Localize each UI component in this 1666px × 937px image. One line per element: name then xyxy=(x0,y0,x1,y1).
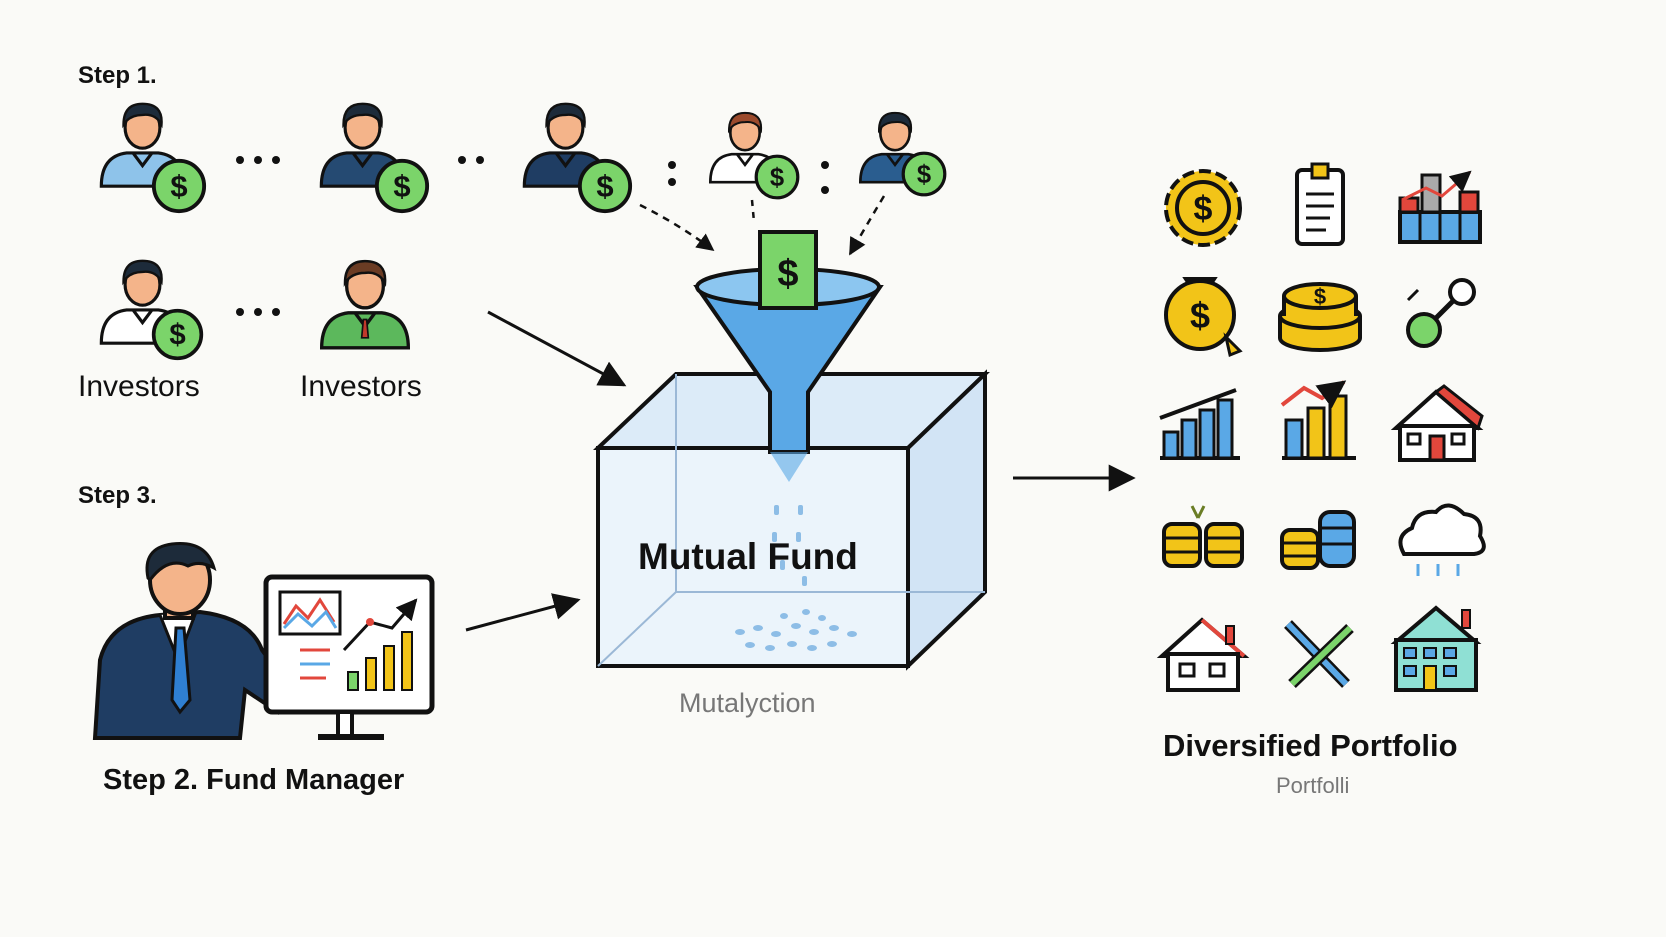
investor-7 xyxy=(319,259,411,350)
ellipsis-3 xyxy=(668,161,676,186)
bar-chart-trend-icon xyxy=(1398,170,1482,244)
funnel-icon xyxy=(693,267,884,482)
document-icon xyxy=(1295,162,1345,246)
apartment-icon xyxy=(1390,605,1482,692)
mutual-fund-box xyxy=(592,369,990,671)
flow-arrows xyxy=(465,195,1136,632)
step-1-label: Step 1. xyxy=(78,62,157,89)
svg-text:$: $ xyxy=(1314,284,1326,309)
dollar-coin-icon xyxy=(374,158,430,214)
ellipsis-5 xyxy=(236,308,280,316)
investor-6 xyxy=(99,259,204,361)
dollar-coin-icon xyxy=(901,151,947,197)
dashed-arrow-2 xyxy=(750,199,756,223)
svg-text:$: $ xyxy=(1194,190,1213,228)
investor-4 xyxy=(708,111,800,200)
investor-icon xyxy=(99,102,186,188)
investor-icon xyxy=(319,259,411,350)
investor-1 xyxy=(99,102,207,214)
dollar-sign: $ xyxy=(777,253,798,295)
house-outline-icon xyxy=(1156,617,1250,692)
banknote-icon: $ xyxy=(758,230,818,310)
fund-manager-label: Step 2. Fund Manager xyxy=(103,764,405,796)
monitor-icon xyxy=(263,574,435,740)
portfolio-label: Diversified Portfolio xyxy=(1163,728,1458,763)
svg-text:$: $ xyxy=(1190,295,1210,336)
money-bag-icon: $ xyxy=(1164,277,1243,358)
coin-stack-icon: $ xyxy=(1278,282,1362,352)
investor-5 xyxy=(858,111,947,197)
dollar-coin-icon xyxy=(754,154,800,200)
dollar-coin-icon xyxy=(151,308,204,361)
tools-icon xyxy=(1284,620,1354,688)
gear-coin-icon: $ xyxy=(1164,169,1242,247)
step-3-label: Step 3. xyxy=(78,482,157,509)
ellipsis-1 xyxy=(236,156,280,164)
cloud-icon xyxy=(1398,503,1486,576)
portfolio-sublabel: Portfolli xyxy=(1276,773,1350,798)
mutual-fund-sublabel: Mutalyction xyxy=(679,688,816,718)
ellipsis-4 xyxy=(821,161,829,194)
mutual-fund-label: Mutual Fund xyxy=(638,536,858,577)
house-icon xyxy=(1390,384,1484,462)
key-icon xyxy=(1406,278,1476,348)
building-chart-icon xyxy=(1159,388,1240,460)
ellipsis-2 xyxy=(458,156,484,164)
growth-chart-icon xyxy=(1280,380,1356,460)
investor-2 xyxy=(319,102,430,214)
investors-label-1: Investors xyxy=(78,370,200,403)
dashed-arrow-3 xyxy=(848,195,886,256)
investors-to-fund-arrow xyxy=(487,310,627,387)
dashed-arrow-1 xyxy=(639,203,715,252)
fund-manager-illustration xyxy=(92,542,435,740)
coins-database-icon xyxy=(1280,510,1356,570)
investor-3 xyxy=(522,102,633,214)
gold-coins-icon xyxy=(1162,505,1244,568)
falling-drops xyxy=(735,505,857,651)
dollar-coin-icon xyxy=(577,158,633,214)
dollar-coin-icon xyxy=(151,158,207,214)
investors-label-2: Investors xyxy=(300,370,422,403)
manager-to-fund-arrow xyxy=(465,593,581,632)
manager-person-icon xyxy=(92,542,310,740)
